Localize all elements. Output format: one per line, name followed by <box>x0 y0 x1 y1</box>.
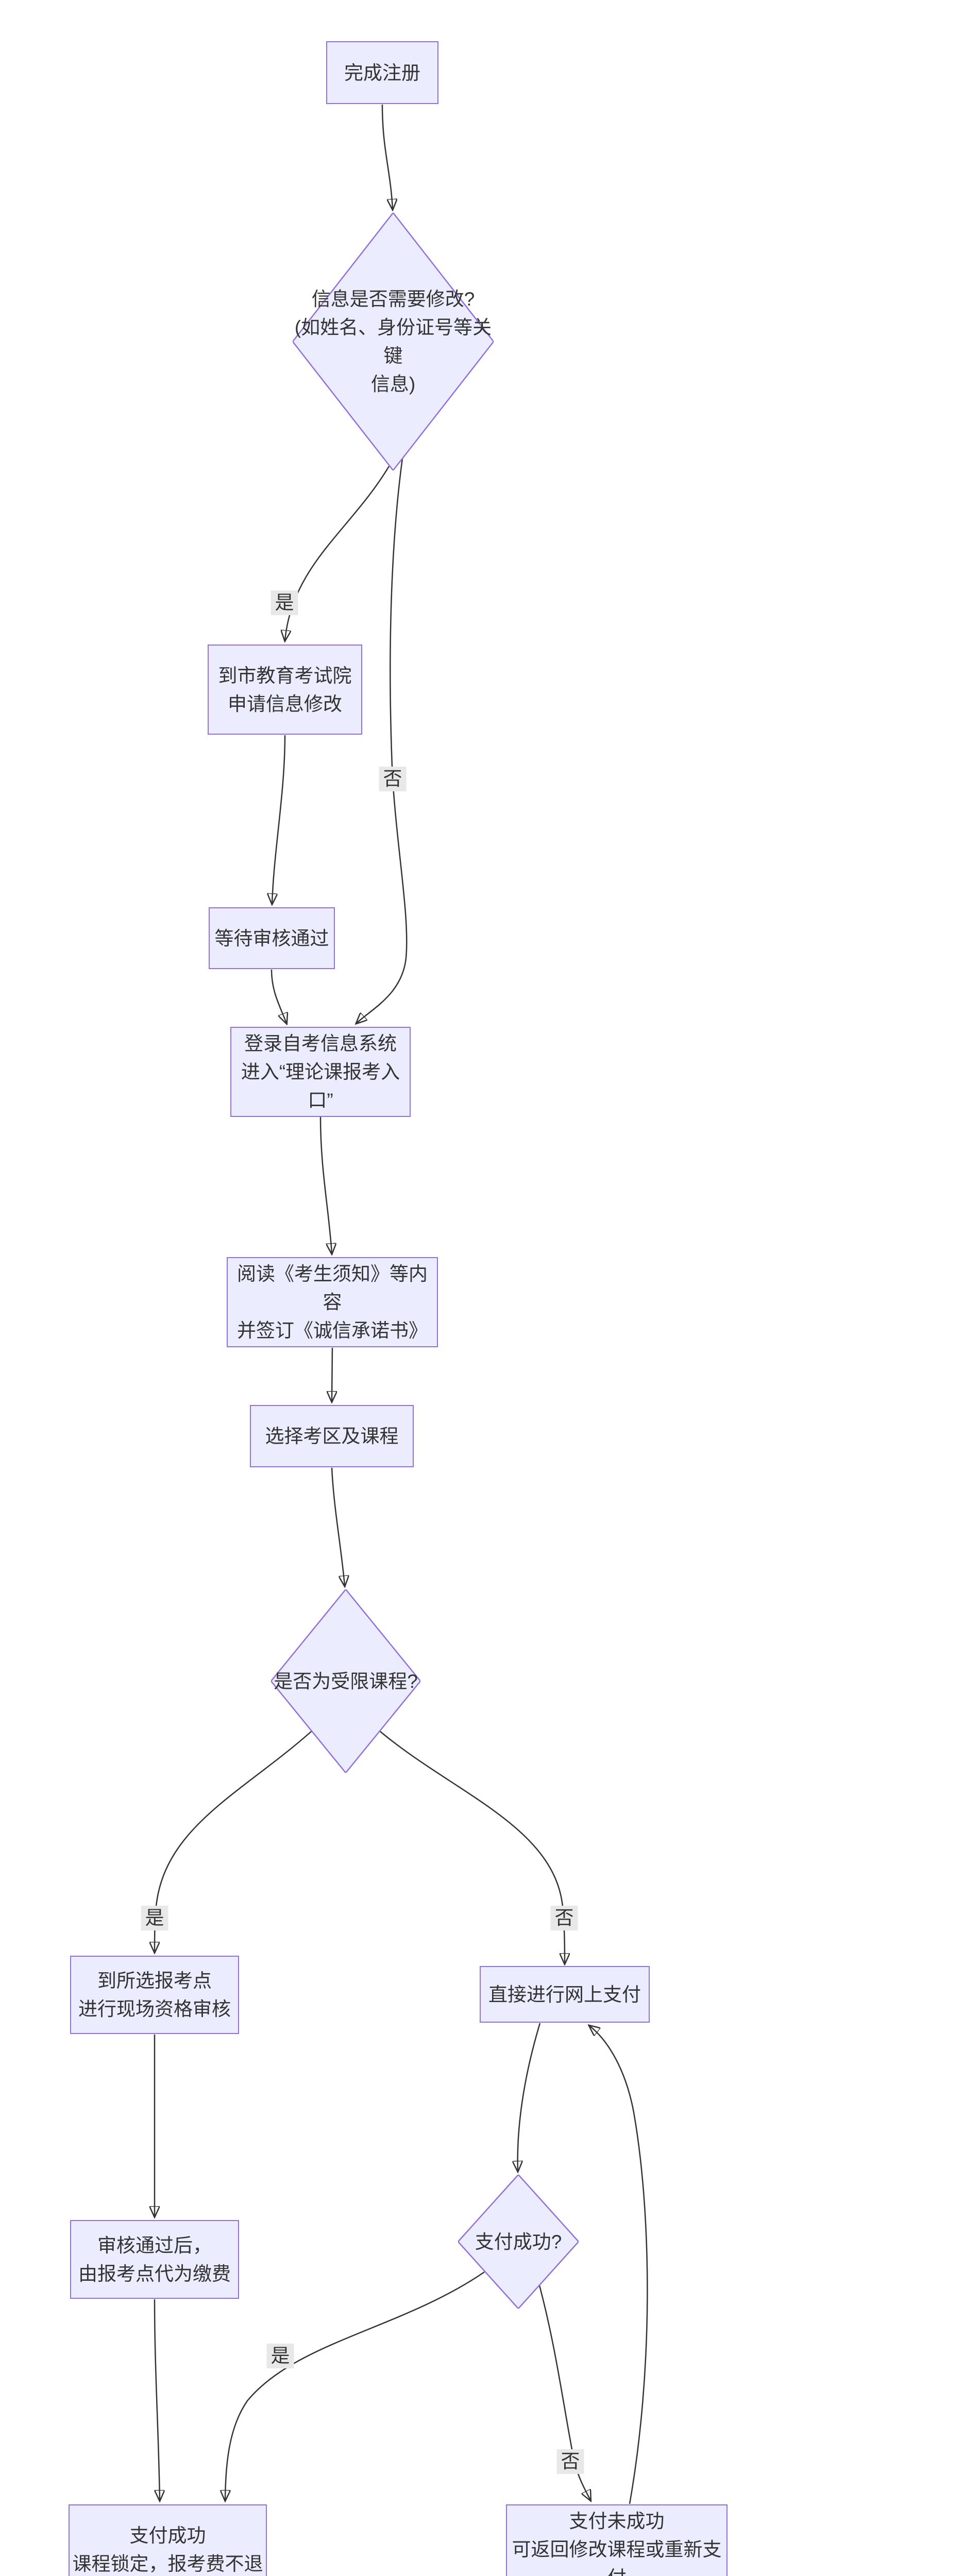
edge-label-no-1: 否 <box>379 767 407 791</box>
edge-agentpay-paysuccess <box>154 2299 160 2500</box>
node-login-system-line2: 进入“理论课报考入口” <box>241 1061 400 1111</box>
diamond-shape <box>458 2175 579 2309</box>
node-onsite-review-line2: 进行现场资格审核 <box>78 1998 231 2020</box>
decision-restricted-label: 是否为受限课程? <box>274 1670 418 1692</box>
edge-decision3-yes-paysuccess <box>225 2271 485 2500</box>
node-pay-fail-line2: 可返回修改课程或重新支付 <box>512 2539 722 2576</box>
decision-restricted-course: 是否为受限课程? <box>271 1589 420 1773</box>
node-onsite-review-line1: 到所选报考点 <box>97 1970 212 1991</box>
edge-apply-wait <box>272 735 286 904</box>
node-login-system-line1: 登录自考信息系统 <box>244 1033 397 1054</box>
decision-info-modify-line2: (如姓名、身份证号等关键 <box>294 317 492 366</box>
edge-decision2-no-onlinepay <box>379 1731 565 1963</box>
node-apply-modify: 到市教育考试院 申请信息修改 <box>208 645 362 735</box>
node-select-course-label: 选择考区及课程 <box>265 1426 399 1447</box>
node-agent-pay-line1: 审核通过后， <box>97 2234 212 2256</box>
node-pay-fail-line1: 支付未成功 <box>569 2511 665 2532</box>
node-start-label: 完成注册 <box>344 62 420 83</box>
node-pay-success: 支付成功 课程锁定，报考费不退 <box>69 2504 267 2576</box>
edge-label-no-2: 否 <box>550 1906 578 1930</box>
edge-label-yes-3: 是 <box>266 2344 294 2368</box>
decision-pay-success-label: 支付成功? <box>475 2231 562 2252</box>
diamond-shape <box>293 213 494 470</box>
node-online-pay-label: 直接进行网上支付 <box>488 1984 641 2005</box>
node-select-course: 选择考区及课程 <box>250 1405 414 1467</box>
node-pay-success-line1: 支付成功 <box>129 2524 206 2546</box>
node-read-notice: 阅读《考生须知》等内容 并签订《诚信承诺书》 <box>227 1257 438 1347</box>
edge-login-read <box>319 1116 332 1253</box>
node-wait-review: 等待审核通过 <box>209 907 335 969</box>
node-apply-modify-line1: 到市教育考试院 <box>218 665 352 686</box>
node-onsite-review: 到所选报考点 进行现场资格审核 <box>70 1956 239 2034</box>
node-agent-pay-line2: 由报考点代为缴费 <box>78 2263 231 2284</box>
edge-select-decision2 <box>331 1467 345 1586</box>
node-agent-pay: 审核通过后， 由报考点代为缴费 <box>70 2220 239 2299</box>
edge-onlinepay-decision3 <box>518 2023 541 2171</box>
edge-label-no-3: 否 <box>556 2449 584 2474</box>
edge-label-yes-1: 是 <box>270 590 298 615</box>
node-read-notice-line1: 阅读《考生须知》等内容 <box>237 1263 428 1313</box>
node-start: 完成注册 <box>326 41 438 104</box>
decision-info-modify: 信息是否需要修改? (如姓名、身份证号等关键 信息) <box>293 213 494 470</box>
node-wait-review-label: 等待审核通过 <box>214 927 329 949</box>
edge-start-decision <box>381 104 393 209</box>
diamond-shape <box>271 1589 420 1773</box>
edge-label-yes-2: 是 <box>141 1906 168 1930</box>
node-apply-modify-line2: 申请信息修改 <box>228 693 342 715</box>
decision-pay-success: 支付成功? <box>458 2175 579 2309</box>
node-login-system: 登录自考信息系统 进入“理论课报考入口” <box>230 1027 411 1117</box>
decision-info-modify-line1: 信息是否需要修改? <box>311 289 475 310</box>
edge-decision-yes-apply <box>285 466 390 640</box>
edge-decision-no-login <box>357 458 408 1023</box>
node-pay-success-line2: 课程锁定，报考费不退 <box>72 2553 263 2574</box>
edge-payfail-loop-onlinepay <box>589 2026 648 2504</box>
node-pay-fail: 支付未成功 可返回修改课程或重新支付 <box>506 2504 728 2576</box>
edge-decision3-no-payfail <box>538 2285 590 2500</box>
edge-wait-login <box>270 969 286 1023</box>
decision-info-modify-line3: 信息) <box>370 374 416 395</box>
node-online-pay: 直接进行网上支付 <box>480 1966 650 2023</box>
node-read-notice-line2: 并签订《诚信承诺书》 <box>237 1320 428 1341</box>
